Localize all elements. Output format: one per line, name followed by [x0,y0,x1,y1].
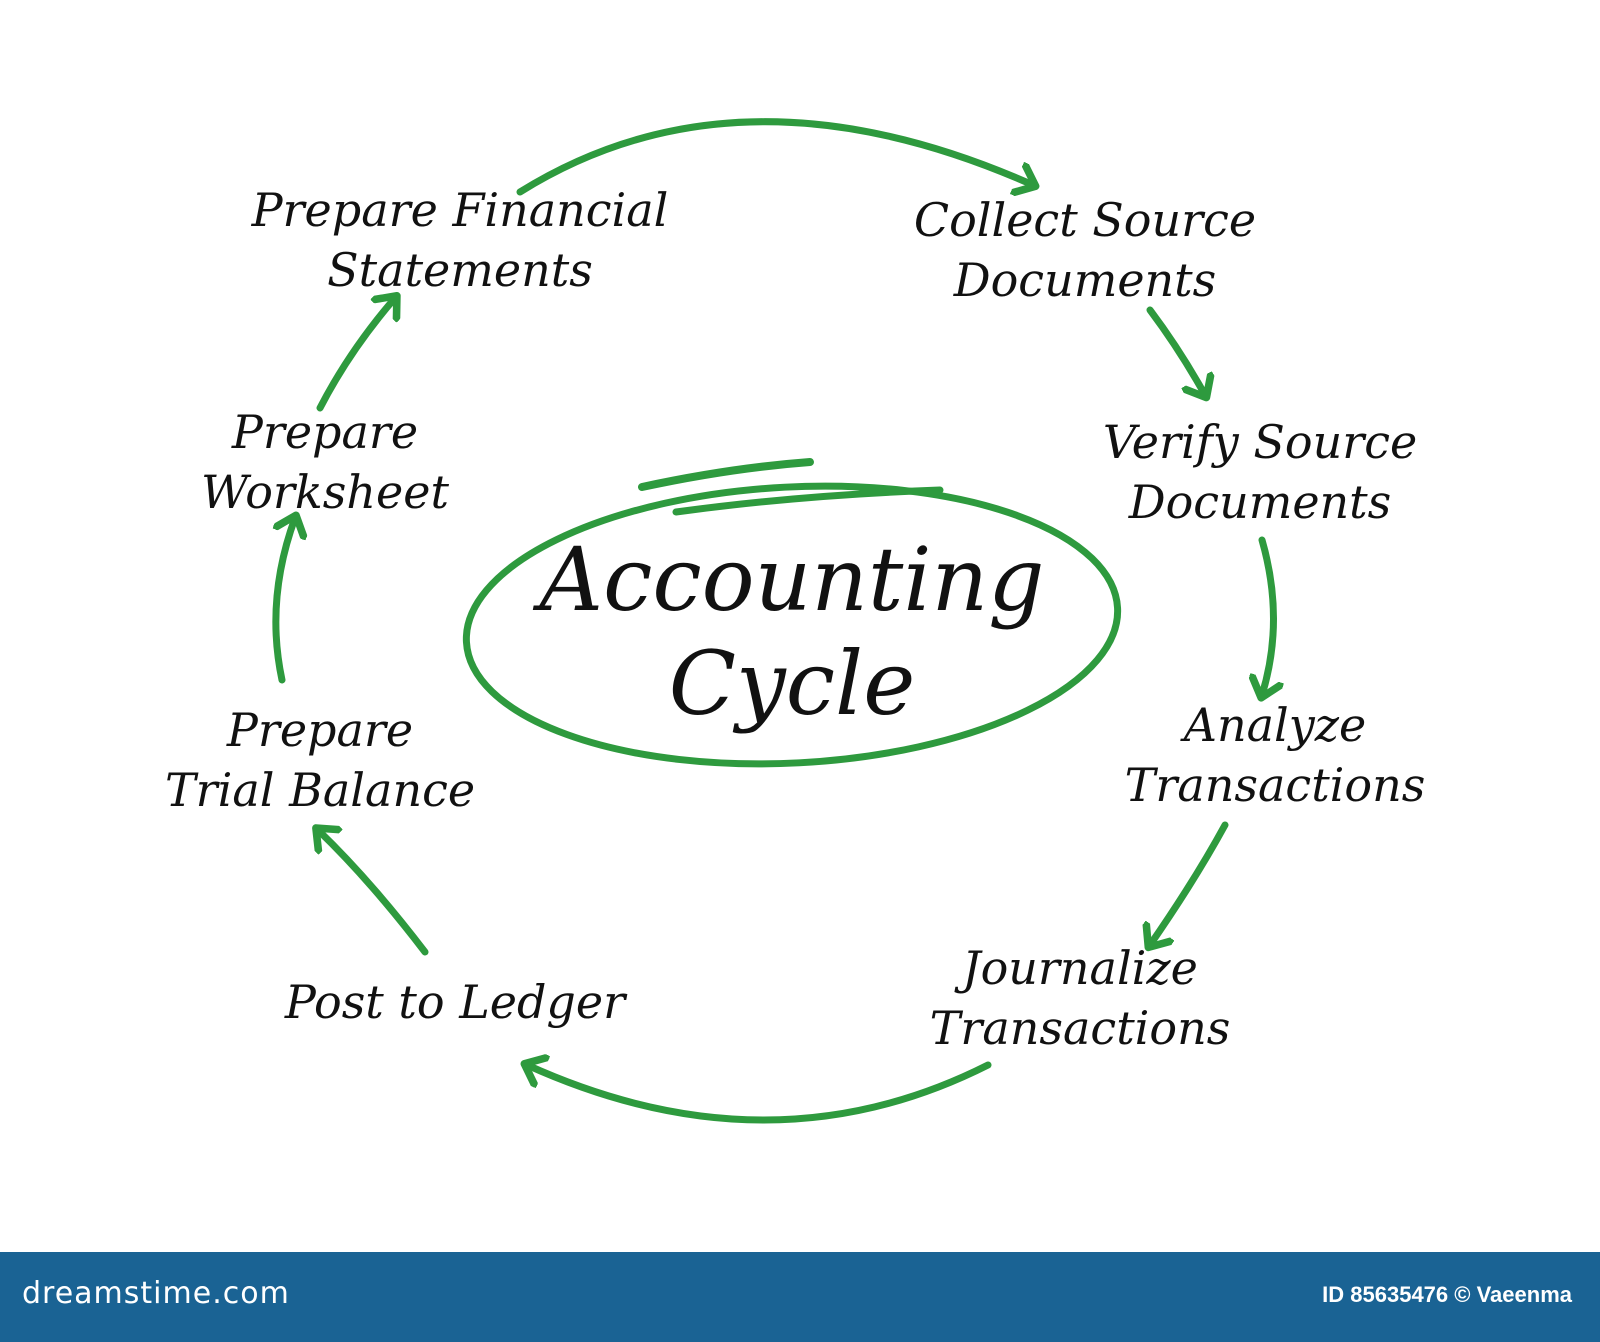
step-label-line: Post to Ledger [284,975,626,1029]
center-ellipse [462,482,1122,768]
arrow-journalize-to-post [527,1065,992,1124]
step-label-line: Worksheet [201,465,449,519]
arrow-verify-to-analyze [1262,536,1274,695]
diagram-title-line-1: Accounting [539,528,1045,631]
cycle-diagram [272,118,1600,1124]
step-label-line: Analyze [1183,698,1367,752]
arrow-worksheet-to-financial [316,298,395,412]
diagram-title: Accounting Cycle [492,528,1092,736]
accent-stroke-2 [672,486,944,516]
step-prepare-financial-statements: Prepare Financial Statements [160,180,760,300]
step-post-to-ledger: Post to Ledger [220,972,690,1032]
step-prepare-worksheet: Prepare Worksheet [150,402,500,522]
arrow-analyze-to-journalize [1150,821,1229,945]
accent-stroke-1 [638,458,814,491]
arrow-trial-to-worksheet [272,518,295,684]
step-journalize-transactions: Journalize Transactions [870,938,1290,1058]
step-label-line: Documents [953,253,1217,307]
step-label-line: Prepare [231,405,419,459]
step-label-line: Statements [327,243,593,297]
step-analyze-transactions: Analyze Transactions [1065,695,1485,815]
step-label-line: Collect Source [913,193,1257,247]
step-verify-source-documents: Verify Source Documents [1040,412,1480,532]
step-label-line: Journalize [962,941,1198,995]
step-label-line: Prepare [226,703,414,757]
step-label-line: Prepare Financial [251,183,669,237]
step-label-line: Trial Balance [164,763,476,817]
footer-site-logo: dreamstime.com [22,1276,290,1311]
footer-credit: ID 85635476 © Vaeenma [1322,1282,1572,1307]
step-collect-source-documents: Collect Source Documents [845,190,1325,310]
step-label-line: Transactions [929,1001,1231,1055]
step-label-line: Documents [1128,475,1392,529]
step-label-line: Transactions [1124,758,1426,812]
footer-bar: dreamstime.com ID 85635476 © Vaeenma [0,1252,1600,1342]
arrow-post-to-trial [318,830,429,956]
diagram-title-line-2: Cycle [668,632,916,735]
step-prepare-trial-balance: Prepare Trial Balance [95,700,545,820]
arrow-collect-to-verify [1146,306,1205,395]
arrow-financial-to-collect [516,118,1033,192]
step-label-line: Verify Source [1102,415,1418,469]
